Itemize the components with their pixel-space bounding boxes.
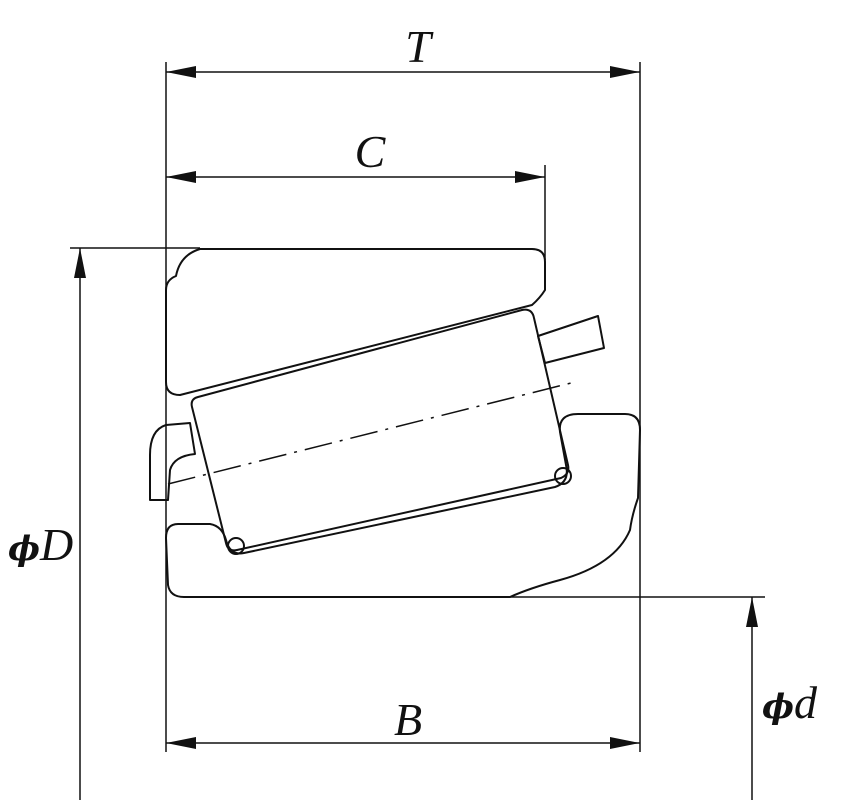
- dimension-C: C: [166, 126, 545, 183]
- phiD-symbol: ϕ: [8, 529, 40, 569]
- phid-symbol: ϕ: [762, 687, 794, 727]
- roller-centerline: [167, 381, 576, 485]
- dim-C-arrow-left: [166, 171, 196, 183]
- phiD-letter: D: [39, 519, 73, 570]
- roller-fillet-bottom-right: [554, 467, 572, 485]
- dim-phid-label: ϕd: [762, 677, 818, 728]
- dim-B-label: B: [394, 694, 422, 745]
- dim-B-arrow-right: [610, 737, 640, 749]
- dimension-phiD: ϕD: [8, 248, 86, 800]
- dim-B-arrow-left: [166, 737, 196, 749]
- phid-letter: d: [794, 677, 818, 728]
- roller-fillet-bottom-left: [227, 537, 245, 555]
- outer-ring: [165, 248, 546, 396]
- roller: [190, 308, 570, 552]
- dimension-B: B: [166, 694, 640, 749]
- dimension-T: T: [166, 21, 640, 78]
- dim-phid-arrow-top: [746, 597, 758, 627]
- dimension-phid: ϕd: [746, 597, 818, 800]
- extension-lines: [70, 62, 765, 752]
- dim-C-label: C: [355, 126, 387, 177]
- dim-T-arrow-left: [166, 66, 196, 78]
- dim-phiD-arrow-top: [74, 248, 86, 278]
- cage-right-tab: [537, 315, 605, 364]
- dim-C-arrow-right: [515, 171, 545, 183]
- dim-T-arrow-right: [610, 66, 640, 78]
- dim-phiD-label: ϕD: [8, 519, 73, 570]
- cage-left: [149, 422, 196, 501]
- inner-ring: [165, 413, 641, 598]
- dim-T-label: T: [405, 21, 434, 72]
